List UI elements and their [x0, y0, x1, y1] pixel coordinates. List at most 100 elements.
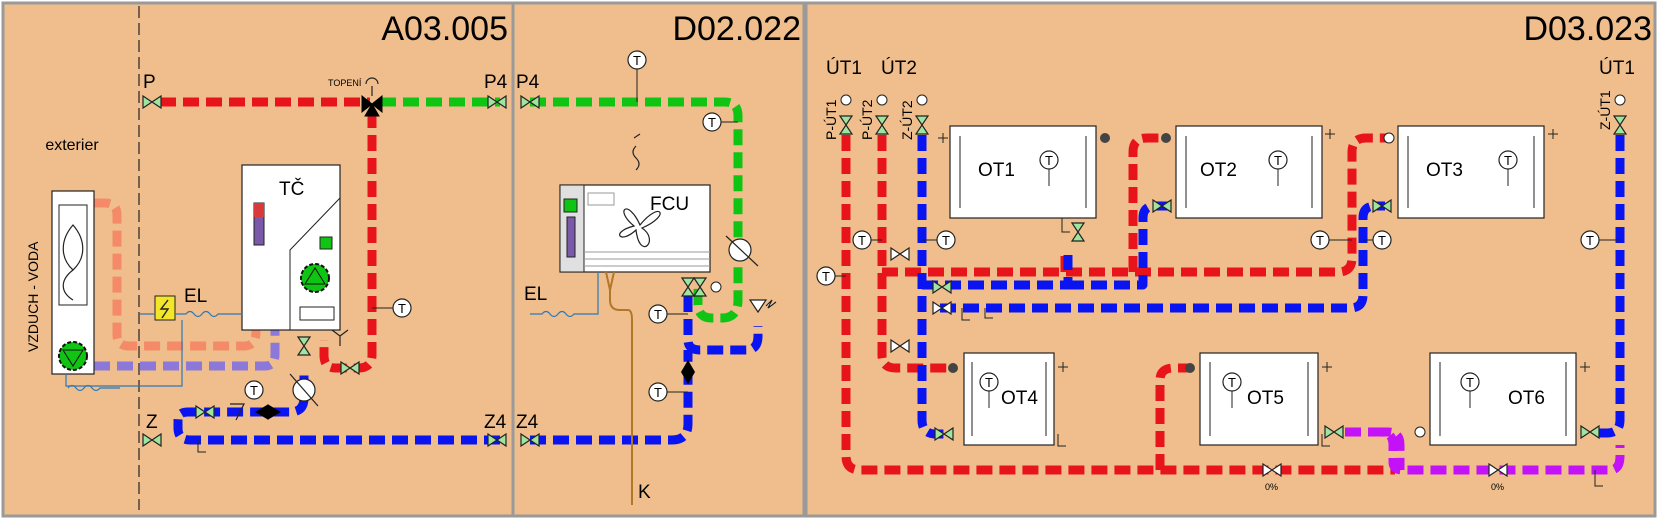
label-z4-right: Z4: [516, 412, 539, 433]
radiator-ot5-plus: [1322, 362, 1332, 372]
label-p-ut1: P-ÚT1: [823, 99, 839, 140]
temp-sensor-b-left: [648, 304, 668, 324]
hp-gauge-fill: [254, 203, 264, 217]
label-topeni: TOPENÍ: [328, 78, 362, 88]
radiator-ot2-vent: [1161, 133, 1171, 143]
label-ut1: ÚT1: [826, 57, 862, 79]
pipe-ut1-return: [1595, 135, 1625, 438]
label-p4-right: P4: [516, 72, 540, 93]
pump-a-return-arrow: [289, 373, 319, 407]
dot-z-ut1: [1614, 94, 1626, 106]
balancing-valve-2-pct: 0%: [1491, 482, 1504, 492]
label-z: Z: [146, 412, 158, 433]
drain-ot5: [1321, 434, 1330, 447]
fcu-actuator: [710, 281, 722, 293]
drain-a: [197, 440, 206, 453]
pipe-ot5-supply: [1155, 363, 1190, 470]
drain-c2: [961, 308, 970, 321]
radiator-ot5-vent: [1185, 363, 1195, 373]
el-left-wire: [175, 310, 242, 318]
pipe-ut2-supply: [877, 135, 950, 373]
radiator-ot5-sensor: [1222, 372, 1242, 392]
pipe-ot-upper-return: [922, 201, 1170, 290]
pipe-ut1-supply: [841, 135, 1395, 475]
condensate-pipe: [605, 271, 633, 505]
room-code-d02022: D02.022: [672, 10, 801, 48]
fan-icon: [62, 224, 84, 301]
outdoor-unit-inner: [58, 204, 88, 306]
hp-display: [299, 306, 335, 321]
strainer-a: [230, 403, 245, 421]
label-p: P: [143, 72, 156, 93]
radiator-ot6[interactable]: [1429, 352, 1577, 446]
check-valve-a[interactable]: [255, 404, 281, 420]
electric-heater-box[interactable]: [154, 295, 176, 321]
pump-b-arrow: [725, 235, 759, 267]
label-vzduch-voda: VZDUCH - VODA: [25, 241, 41, 352]
radiator-ot4-plus: [1058, 362, 1068, 372]
heat-wave-icon: [632, 133, 641, 171]
radiator-ot2[interactable]: [1175, 125, 1323, 219]
room-code-a03005: A03.005: [381, 10, 508, 48]
radiator-ot6-plus: [1580, 362, 1590, 372]
label-z-ut2: Z-ÚT2: [899, 100, 915, 140]
radiator-ot1-plus: [938, 133, 948, 143]
label-fcu: FCU: [650, 194, 689, 215]
temp-sensor-c3: [936, 230, 956, 250]
pipe-fcu-return-main: [530, 350, 693, 445]
el-mid-wire: [530, 272, 599, 318]
radiator-ot2-plus: [1325, 129, 1335, 139]
drain-c1: [984, 308, 993, 319]
drain-ot4: [1057, 434, 1066, 447]
radiator-ot1-sensor: [1039, 150, 1059, 170]
radiator-ot6-vent: [1414, 426, 1426, 438]
label-el-mid: EL: [524, 284, 547, 305]
radiator-ot1-link: [1061, 218, 1070, 233]
radiator-ot3-label: OT3: [1426, 160, 1463, 181]
label-ut2: ÚT2: [881, 57, 917, 79]
temp-sensor-a2: [244, 380, 264, 400]
radiator-ot3-vent: [1383, 132, 1395, 144]
safety-valve-a: [331, 329, 349, 346]
balancing-valve-1-pct: 0%: [1265, 482, 1278, 492]
fcu-indicator: [563, 198, 578, 213]
radiator-ot4-sensor: [979, 372, 999, 392]
check-valve-b[interactable]: [681, 360, 695, 384]
label-k: K: [638, 482, 651, 503]
radiator-ot6-label: OT6: [1508, 388, 1545, 409]
radiator-ot1[interactable]: [949, 125, 1097, 219]
dot-p-ut1: [840, 94, 852, 106]
temp-sensor-c4: [1310, 230, 1330, 250]
temp-sensor-c5: [1372, 230, 1392, 250]
heat-pump-tc[interactable]: [241, 164, 341, 331]
temp-sensor-c6: [1580, 230, 1600, 250]
pipe-ot-upper-supply: [882, 133, 1390, 277]
label-p4-left: P4: [484, 72, 508, 93]
heat-pump-divider: [289, 197, 341, 330]
radiator-ot2-label: OT2: [1200, 160, 1237, 181]
label-z-ut1: Z-ÚT1: [1597, 90, 1613, 130]
radiator-ot3-plus: [1548, 129, 1558, 139]
label-el-left: EL: [184, 286, 207, 307]
fcu-display: [587, 192, 615, 206]
fcu-gauge: [566, 216, 576, 258]
radiator-ot1-vent: [1100, 133, 1110, 143]
radiator-ot3[interactable]: [1397, 125, 1545, 219]
radiator-ot4-label: OT4: [1001, 388, 1038, 409]
control-wire-a: [65, 313, 183, 392]
three-way-valve[interactable]: [361, 94, 383, 117]
temp-sensor-a1: [392, 298, 412, 318]
radiator-ot5[interactable]: [1199, 352, 1319, 446]
radiator-ot4[interactable]: [963, 352, 1055, 446]
temp-sensor-b-low: [648, 382, 668, 402]
pipe-ot3-return: [940, 201, 1385, 313]
pump-arrow-tc: [304, 267, 326, 285]
radiator-ot1-label: OT1: [978, 160, 1015, 181]
label-p-ut2: P-ÚT2: [859, 99, 875, 140]
radiator-ot2-sensor: [1268, 150, 1288, 170]
pipe-source-return: [94, 330, 280, 371]
label-ut1-right: ÚT1: [1599, 57, 1635, 79]
hp-indicator: [319, 236, 333, 250]
pipe-mixed-2: [1375, 427, 1405, 470]
